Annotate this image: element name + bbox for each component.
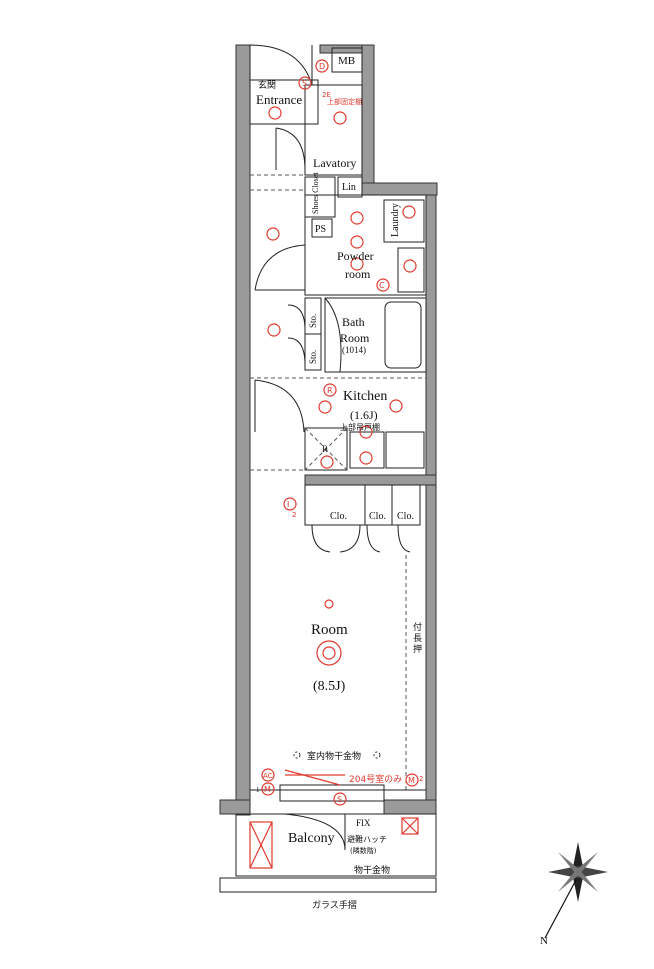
- walls: [219, 44, 438, 816]
- clo-label-1: Clo.: [330, 511, 347, 522]
- bath-size-label: (1014): [342, 345, 366, 355]
- balcony-label: Balcony: [288, 831, 335, 846]
- only-204-label: 204号室のみ: [349, 773, 402, 785]
- mb-label: MB: [338, 55, 355, 67]
- side-closet-label-1: 付: [413, 622, 422, 633]
- bath-label-1: Bath: [342, 315, 365, 329]
- fix-label: FIX: [356, 818, 371, 828]
- symbol-r2: R: [322, 444, 328, 454]
- sto-label-2: Sto.: [308, 350, 318, 364]
- symbol-ac: AC: [263, 772, 273, 780]
- symbol-num-2: 2: [292, 511, 296, 519]
- clo-label-2: Clo.: [369, 511, 386, 522]
- shoes-closet-label: Shoes Closet: [311, 172, 320, 214]
- indoor-hanger-label: 室内物干金物: [307, 750, 361, 762]
- clo-label-3: Clo.: [397, 511, 414, 522]
- entrance-label: Entrance: [256, 92, 302, 107]
- kitchen-label: Kitchen: [343, 389, 387, 404]
- room-label: Room: [311, 622, 348, 638]
- kitchen-size-label: (1.6J): [350, 408, 378, 422]
- symbol-s-balcony: S: [337, 795, 342, 804]
- glass-rail-label: ガラス手摺: [312, 899, 357, 911]
- room-size-label: (8.5J): [313, 679, 346, 694]
- symbol-m-left: M: [264, 785, 271, 794]
- equipment-markers: [261, 59, 419, 806]
- powder-label-2: room: [345, 267, 371, 281]
- symbol-r: R: [327, 386, 333, 395]
- north-label: N: [540, 935, 548, 947]
- lavatory-label: Lavatory: [313, 156, 356, 170]
- side-closet-label-3: 押: [413, 643, 422, 655]
- hatch-label-2: (隣数階): [350, 846, 377, 855]
- entrance-jp-label: 玄関: [258, 79, 276, 91]
- symbol-i: I: [287, 500, 289, 509]
- compass-rose: [544, 842, 608, 939]
- equipment-letters: D S 2E 上部固定棚 C R R I 2 AC M 1 S M 2: [256, 62, 423, 804]
- sto-label-1: Sto.: [308, 314, 318, 328]
- ps-label: PS: [315, 224, 326, 235]
- symbol-num-2b: 2: [419, 775, 423, 783]
- symbol-m-right: M: [408, 776, 415, 785]
- symbol-ceiling-unit: 上部固定棚: [327, 97, 362, 106]
- interior-lines: [219, 44, 437, 893]
- symbol-s: S: [302, 79, 307, 88]
- laundry-label: Laundry: [390, 203, 401, 237]
- symbol-ze: 2E: [322, 91, 331, 99]
- symbol-num-1: 1: [256, 786, 260, 794]
- lin-label: Lin: [342, 182, 356, 193]
- side-closet-label-2: 長: [413, 633, 422, 644]
- hatch-label-1: 避難ハッチ: [347, 834, 387, 844]
- outdoor-hanger-label: 物干金物: [354, 864, 390, 876]
- kitchen-cabinet-label: 上部吊戸棚: [340, 422, 380, 432]
- symbol-d: D: [319, 62, 325, 71]
- bath-label-2: Room: [340, 331, 370, 345]
- labels: 玄関 Entrance MB Lavatory Lin PS Shoes Clo…: [256, 55, 548, 947]
- symbol-c: C: [379, 281, 385, 290]
- powder-label-1: Powder: [337, 249, 374, 263]
